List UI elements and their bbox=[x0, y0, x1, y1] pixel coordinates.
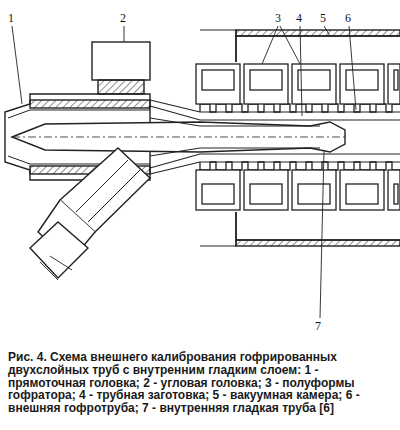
figure-caption: Рис. 4. Схема внешнего калибрования гофр… bbox=[8, 351, 394, 415]
callout-number: 4 bbox=[295, 12, 303, 24]
extrusion-head-drawing bbox=[0, 0, 400, 350]
callout-number: 7 bbox=[314, 320, 322, 332]
callout-number: 3 bbox=[274, 12, 282, 24]
callout-number: 1 bbox=[7, 12, 15, 24]
callout-number: 5 bbox=[319, 12, 327, 24]
callout-number: 2 bbox=[119, 12, 127, 24]
callout-number: 6 bbox=[344, 12, 352, 24]
